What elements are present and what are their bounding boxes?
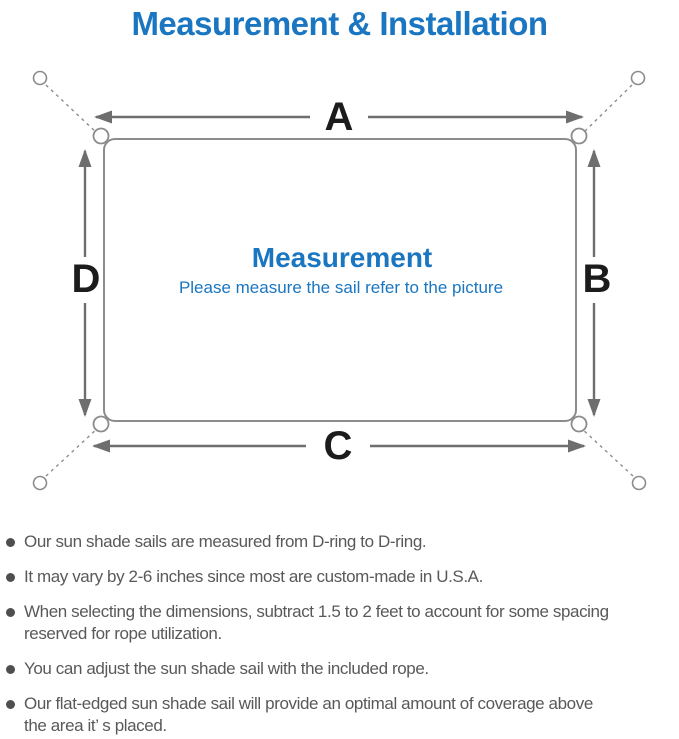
anchor-point-top-right [630, 70, 646, 86]
d-ring-top-left [92, 127, 110, 145]
list-item-text: Our sun shade sails are measured from D-… [24, 531, 427, 553]
anchor-point-bottom-right [631, 475, 647, 491]
list-item-line: the area it’ s placed. [24, 716, 167, 735]
bullet-dot-icon [6, 700, 15, 709]
list-item-line: It may vary by 2-6 inches since most are… [24, 567, 483, 586]
list-item: Our flat-edged sun shade sail will provi… [6, 693, 679, 737]
bullet-dot-icon [6, 573, 15, 582]
bullet-dot-icon [6, 538, 15, 547]
bullet-dot-icon [6, 665, 15, 674]
page-title: Measurement & Installation [131, 5, 548, 42]
measurement-diagram: A B C D Measurement Please measure the s… [0, 55, 679, 505]
list-item-text: When selecting the dimensions, subtract … [24, 601, 609, 645]
tether-line-bottom-left [45, 426, 100, 477]
list-item: When selecting the dimensions, subtract … [6, 601, 679, 645]
diagram-center-subtitle: Please measure the sail refer to the pic… [178, 278, 504, 297]
list-item-line: Our flat-edged sun shade sail will provi… [24, 694, 593, 713]
anchor-point-bottom-left [32, 475, 48, 491]
dimension-label-c: C [323, 424, 353, 468]
list-item: You can adjust the sun shade sail with t… [6, 658, 679, 680]
list-item-text: Our flat-edged sun shade sail will provi… [24, 693, 593, 737]
anchor-point-top-left [32, 70, 48, 86]
d-ring-bottom-left [92, 415, 110, 433]
d-ring-top-right [570, 127, 588, 145]
diagram-center-title: Measurement [251, 242, 433, 273]
d-ring-bottom-right [570, 415, 588, 433]
tether-line-bottom-right [579, 426, 634, 477]
list-item-line: reserved for rope utilization. [24, 624, 222, 643]
sail-rectangle [103, 138, 577, 422]
list-item-line: You can adjust the sun shade sail with t… [24, 659, 429, 678]
list-item-line: Our sun shade sails are measured from D-… [24, 532, 427, 551]
instruction-list: Our sun shade sails are measured from D-… [0, 531, 679, 739]
measurement-diagram-graphics [32, 70, 647, 491]
tether-line-top-right [580, 84, 633, 136]
list-item: It may vary by 2-6 inches since most are… [6, 566, 679, 588]
list-item-text: You can adjust the sun shade sail with t… [24, 658, 429, 680]
list-item: Our sun shade sails are measured from D-… [6, 531, 679, 553]
bullet-dot-icon [6, 608, 15, 617]
dimension-label-a: A [324, 95, 354, 139]
list-item-text: It may vary by 2-6 inches since most are… [24, 566, 483, 588]
dimension-label-b: B [582, 257, 612, 301]
tether-line-top-left [45, 84, 100, 136]
list-item-line: When selecting the dimensions, subtract … [24, 602, 609, 621]
dimension-label-d: D [71, 257, 101, 301]
